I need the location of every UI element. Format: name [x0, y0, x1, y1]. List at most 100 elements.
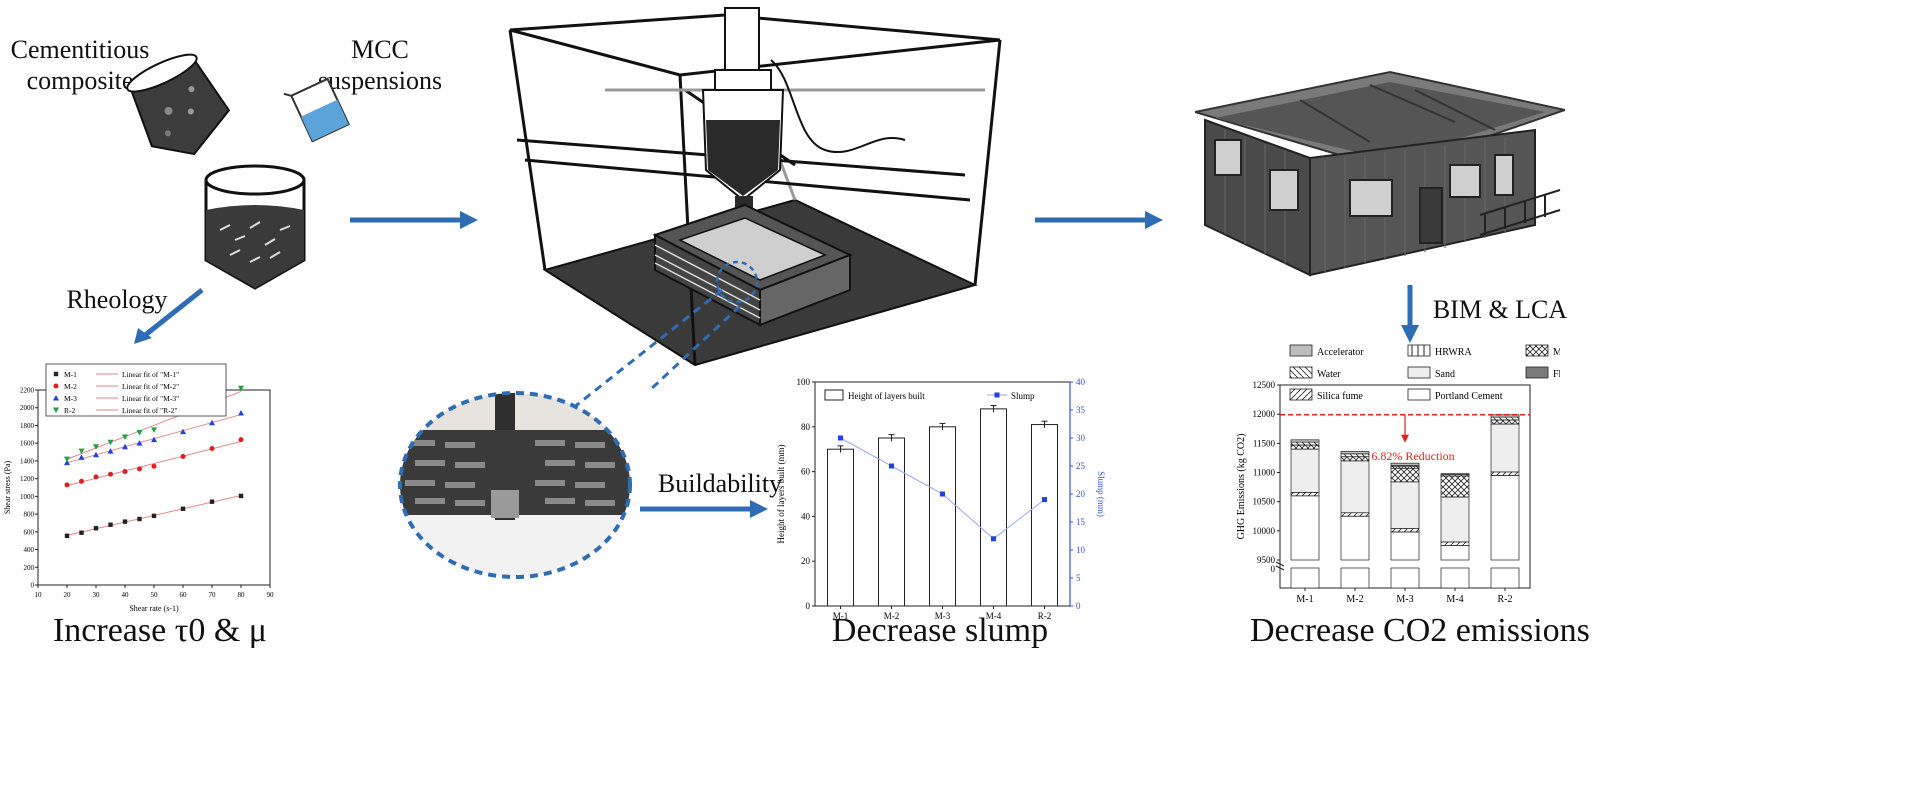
legend-label: M-3: [64, 394, 77, 403]
x-tick-label: M-2: [884, 611, 900, 620]
legend-fit-label: Linear fit of "M-2": [122, 382, 179, 391]
y-tick-label: 2000: [20, 404, 35, 412]
reduction-label: 6.82% Reduction: [1371, 449, 1454, 463]
label-cementitious-line1: Cementitious: [10, 35, 150, 64]
building-door: [1419, 187, 1443, 244]
legend-marker: [53, 371, 59, 377]
y-tick-label: 20: [801, 556, 811, 566]
axis-break: [1281, 563, 1529, 568]
fit-line: [66, 440, 242, 487]
legend-swatch: [1289, 366, 1313, 379]
data-point: [209, 419, 215, 426]
legend-marker: [994, 392, 1000, 398]
legend-marker: [824, 389, 844, 401]
y2-tick-label: 20: [1076, 489, 1086, 499]
data-point: [238, 493, 244, 499]
bar-segment: [1340, 512, 1370, 517]
data-point: [151, 463, 157, 469]
legend-label: M-1: [64, 370, 77, 379]
data-point: [136, 430, 143, 436]
bar-segment: [1290, 448, 1320, 493]
bar-segment: [1390, 462, 1420, 466]
y-axis-label: GHG Emissions (kg CO2): [1236, 434, 1247, 540]
y2-tick-label: 5: [1076, 573, 1081, 583]
bar: [878, 437, 905, 607]
x-tick-label: 60: [180, 591, 188, 599]
x-tick-label: 20: [64, 591, 72, 599]
mcc-beaker-icon: [283, 77, 351, 143]
x-tick-label: R-2: [1498, 594, 1513, 605]
x-tick-label: 40: [122, 591, 130, 599]
bar-stub: [1440, 567, 1470, 589]
bar: [980, 408, 1007, 607]
building-window: [1349, 179, 1393, 217]
data-point: [122, 519, 128, 524]
data-point: [209, 499, 215, 504]
label-mcc-line2: suspensions: [317, 66, 443, 96]
legend-marker: [53, 383, 59, 389]
ghg-chart: AcceleratorHRWRAMCCWaterSandFly ashSilic…: [1236, 344, 1560, 605]
data-point: [78, 454, 85, 460]
bar-stub: [1490, 567, 1520, 589]
data-point: [93, 444, 99, 450]
bar-segment: [1390, 531, 1420, 561]
y2-axis-label: Slump (mm): [1096, 471, 1106, 517]
legend-label: Fly ash: [1553, 369, 1560, 380]
legend-swatch: [1407, 366, 1431, 379]
x-tick-label: M-3: [1396, 594, 1413, 605]
y-tick-label: 2200: [20, 387, 35, 395]
x-tick-label: M-1: [1296, 594, 1313, 605]
data-point: [122, 469, 128, 475]
data-point: [108, 471, 113, 477]
bar-segment: [1290, 441, 1320, 446]
y-tick-label: 12000: [1253, 409, 1276, 419]
building-railing: [1479, 189, 1561, 236]
legend-swatch: [1407, 388, 1431, 401]
composite-container-icon: [126, 53, 231, 156]
y2-tick-label: 30: [1076, 433, 1086, 443]
arrow-buildability: [640, 500, 768, 518]
data-point: [238, 410, 244, 416]
y-tick-label: 0: [31, 582, 35, 590]
x-tick-label: 80: [238, 591, 246, 599]
slump-point: [940, 491, 945, 497]
legend-fit-label: Linear fit of "R-2": [122, 406, 177, 415]
bar: [929, 426, 956, 607]
reduction-arrowhead: [1401, 434, 1409, 443]
bar-segment: [1290, 491, 1320, 497]
data-point: [64, 533, 70, 539]
legend-marker: [53, 395, 59, 401]
data-point: [180, 428, 186, 435]
y-tick-label: 200: [24, 564, 35, 572]
bar: [1031, 424, 1058, 607]
x-tick-label: M-4: [1446, 594, 1463, 605]
printed-structure: [652, 203, 853, 327]
bar-segment: [1440, 541, 1470, 546]
x-tick-label: M-4: [986, 611, 1002, 620]
plot-frame: [37, 389, 271, 586]
legend-swatch: [1407, 344, 1431, 357]
materials-illustration: [126, 53, 351, 290]
caption-slump-text: Decrease slump: [831, 612, 1049, 649]
data-point: [79, 530, 84, 535]
data-point: [180, 453, 186, 459]
legend-label: M-2: [64, 382, 77, 391]
label-cementitious: Cementitious composite: [0, 34, 160, 96]
y-tick-label: 100: [797, 377, 811, 387]
slump-point: [991, 536, 996, 542]
building-window: [1214, 139, 1242, 176]
data-point: [93, 474, 99, 480]
y2-tick-label: 40: [1076, 377, 1086, 387]
y-tick-label: 1000: [20, 493, 35, 501]
mixing-cup-icon: [204, 164, 306, 290]
x-tick-label: M-1: [833, 611, 849, 620]
legend-fit-label: Linear fit of "M-1": [122, 370, 179, 379]
data-point: [107, 448, 114, 454]
bar-segment: [1290, 439, 1320, 443]
y-tick-label: 11000: [1253, 468, 1276, 478]
bar-segment: [1340, 451, 1370, 455]
axis-break-mark: [1275, 565, 1285, 571]
slump-point: [838, 435, 843, 441]
legend-swatch: [1289, 388, 1313, 401]
